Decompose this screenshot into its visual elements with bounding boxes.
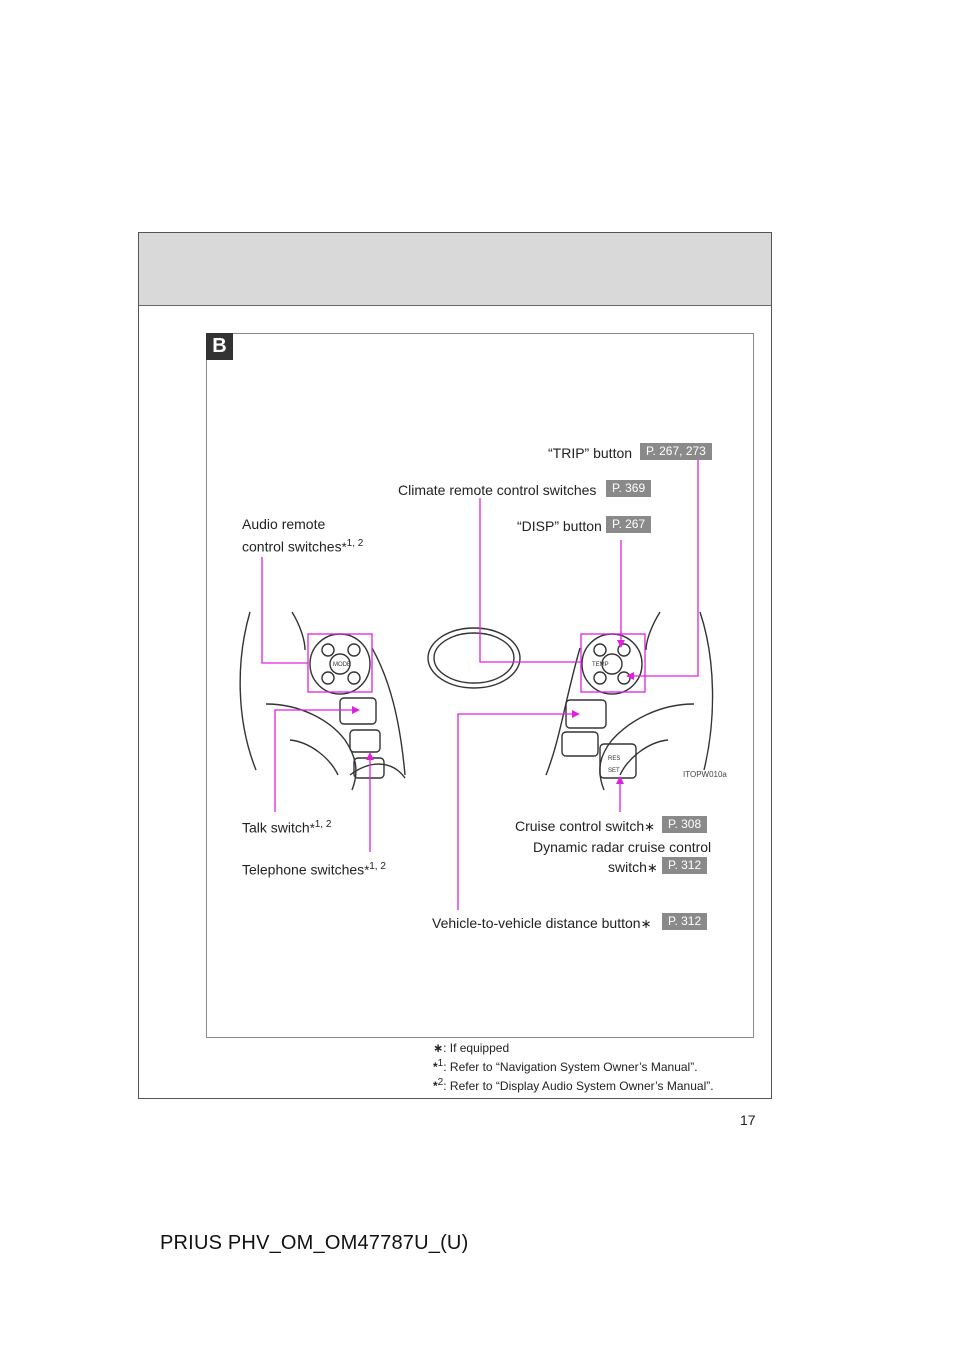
left-wheel-rim [239, 611, 257, 771]
res-text: RES [608, 756, 620, 762]
climate-leader [479, 498, 581, 663]
section-badge: B [206, 333, 233, 360]
disp-page-ref[interactable]: P. 267 [606, 516, 652, 533]
right-wheel-rim [699, 611, 714, 771]
set-text: SET [608, 768, 620, 774]
temp-text: TEMP [592, 662, 609, 668]
page-number: 17 [740, 1112, 756, 1128]
header-band [139, 233, 771, 306]
disp-button-label: “DISP” button [517, 518, 602, 534]
climate-label: Climate remote control switches [398, 482, 597, 498]
audio-label-line2: control switches*1, 2 [242, 538, 364, 555]
trip-page-ref[interactable]: P. 267, 273 [640, 443, 712, 460]
talk-switch-label: Talk switch*1, 2 [242, 819, 332, 836]
cruise-stalk [599, 743, 637, 779]
v2v-leader [457, 713, 572, 910]
climate-page-ref[interactable]: P. 369 [606, 480, 652, 497]
audio-label-line1: Audio remote [242, 516, 326, 532]
footnote-navigation: *1: Refer to “Navigation System Owner’s … [433, 1058, 698, 1074]
diagram-panel [206, 333, 754, 1038]
v2v-distance-label: Vehicle-to-vehicle distance button∗ [432, 915, 652, 931]
radar-cruise-label-line1: Dynamic radar cruise control [533, 839, 712, 855]
radar-cruise-label-line2: switch∗ [608, 859, 658, 875]
footnote-display-audio: *2: Refer to “Display Audio System Owner… [433, 1077, 714, 1093]
image-code: ITOPW010a [683, 770, 727, 779]
page-frame [138, 232, 772, 1099]
trip-leader [634, 460, 699, 677]
telephone-switches-label: Telephone switches*1, 2 [242, 861, 386, 878]
audio-leader [261, 557, 308, 664]
footer-code: PRIUS PHV_OM_OM47787U_(U) [160, 1232, 469, 1254]
footnotes: ∗: If equipped *1: Refer to “Navigation … [433, 1040, 714, 1094]
cruise-control-label: Cruise control switch∗ [515, 818, 656, 834]
cruise-page-ref[interactable]: P. 308 [662, 816, 708, 833]
footnote-equipped: ∗: If equipped [433, 1041, 510, 1055]
center-display [427, 627, 521, 689]
mode-text: MODE [333, 662, 351, 668]
radar-page-ref[interactable]: P. 312 [662, 857, 708, 874]
talk-leader [274, 709, 352, 812]
climate-highlight-box [580, 633, 646, 693]
climate-switch-cluster [581, 633, 643, 695]
v2v-page-ref[interactable]: P. 312 [662, 913, 708, 930]
trip-button-label: “TRIP” button [548, 445, 633, 461]
